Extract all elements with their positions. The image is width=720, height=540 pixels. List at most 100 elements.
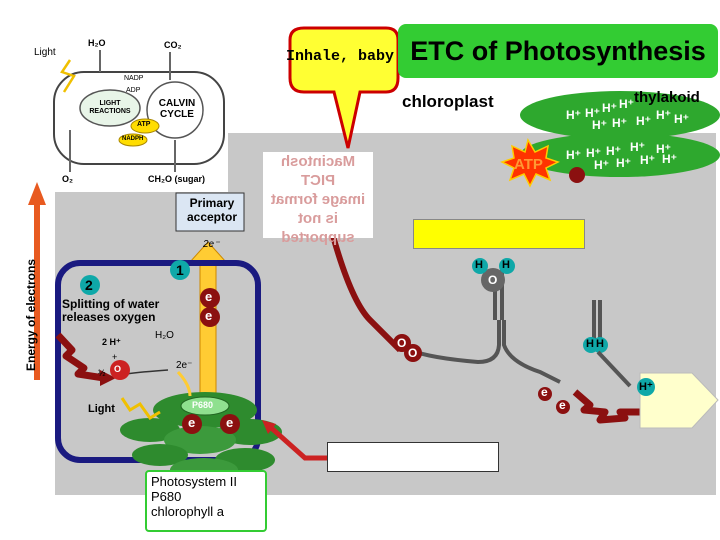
electron-particle	[220, 414, 240, 434]
proton-hydrogen-label: H	[586, 338, 594, 350]
inset-h2o-label: H₂O	[88, 38, 106, 48]
energy-axis-label: Energy of electrons	[24, 258, 38, 372]
oxygen-path	[409, 320, 501, 365]
inset-calvin-cycle-label: CALVIN CYCLE	[155, 98, 199, 120]
proton-path	[596, 350, 632, 388]
water-split-line: Splitting of water	[62, 297, 160, 311]
primary-acceptor-line: Primary	[189, 196, 235, 210]
p680-label: P680	[192, 400, 214, 410]
electron-label: e	[205, 289, 213, 304]
light-bolt-icon	[120, 397, 161, 420]
water-hydrogen-label: H	[475, 259, 483, 271]
page-title: ETC of Photosynthesis	[398, 24, 718, 78]
thylakoid-disc-bottom	[520, 133, 720, 177]
thylakoid-proton-label: H⁺	[566, 108, 581, 122]
inset-light-reactions-label: LIGHT REACTIONS	[82, 100, 138, 116]
thylakoid-proton-label: H⁺	[674, 112, 689, 126]
water-oxygen-atom	[481, 268, 505, 292]
proton-hydrogen-label: H	[596, 338, 604, 350]
inset-nadp-label: NADP	[124, 75, 144, 82]
two-electrons-small-label: 2e⁻	[176, 360, 193, 371]
two-protons-label: 2 H⁺	[102, 337, 121, 347]
inset-co2-label: CO₂	[164, 40, 182, 50]
atp-label: ATP	[514, 156, 543, 173]
inset-nadph-label: NADPH	[122, 136, 144, 142]
primary-acceptor-line: acceptor	[186, 210, 238, 224]
primary-acceptor-box	[175, 192, 245, 232]
calvin-cycle-shape	[146, 81, 204, 139]
electron-return-arrowhead	[262, 420, 276, 434]
photosystem-info-line: P680	[151, 489, 182, 504]
thylakoid-proton-label: H⁺	[566, 148, 581, 162]
thylakoid-proton-label: H⁺	[592, 118, 607, 132]
thylakoid-proton-label: H⁺	[656, 142, 671, 156]
inset-atp-label: ATP	[137, 121, 151, 128]
zigzag-arrowhead	[100, 370, 116, 386]
electron-label: e	[559, 398, 566, 412]
empty-white-box	[327, 442, 499, 472]
water-hydrogen-label: H	[502, 259, 510, 271]
empty-yellow-box	[413, 219, 585, 249]
inset-atp-shape	[130, 118, 160, 134]
chlorophyll-disc	[164, 426, 236, 454]
speech-bubble	[288, 26, 400, 149]
small-oxygen-label: O	[114, 364, 122, 374]
chlorophyll-disc	[120, 418, 180, 442]
right-zigzag-arrow-icon	[572, 389, 650, 424]
electron-particle	[538, 387, 552, 401]
energy-axis-arrowhead	[28, 182, 46, 205]
atp-particle	[569, 167, 585, 183]
marker-1-icon	[170, 260, 190, 280]
speech-bubble-text: Inhale, baby	[286, 48, 395, 65]
inset-light-reactions-line: LIGHT	[99, 100, 121, 107]
photosystem-info-line: chlorophyll a	[151, 504, 224, 519]
inset-calvin-cycle-line: CALVIN	[158, 98, 196, 109]
oxygen-label: O	[397, 336, 407, 350]
inset-light-label: Light	[34, 47, 56, 58]
thylakoid-proton-label: H⁺	[662, 152, 677, 166]
chloroplast-label: chloroplast	[402, 92, 494, 111]
light-reactions-shape	[79, 89, 141, 127]
zigzag-arrow-icon	[55, 332, 105, 382]
water-hydrogen-atom	[499, 258, 515, 274]
oxygen-atom	[404, 344, 422, 362]
inset-adp-label: ADP	[126, 87, 141, 94]
two-electrons-label: 2e⁻	[203, 239, 220, 250]
water-split-line: releases oxygen	[62, 310, 156, 324]
hplus-ion	[637, 378, 655, 396]
thylakoid-proton-label: H⁺	[636, 114, 651, 128]
water-split-arrow	[125, 369, 169, 375]
electron-particle	[182, 414, 202, 434]
electron-particle	[200, 288, 220, 308]
photosystem-info-line: Photosystem II	[151, 474, 237, 489]
inset-light-reactions-line: REACTIONS	[89, 108, 131, 115]
inset-chloroplast-diagram	[28, 32, 228, 192]
inset-sugar-label: CH₂O (sugar)	[148, 174, 206, 184]
water-molecule	[472, 258, 515, 320]
pict-notice-line: Macintosh PICT	[280, 153, 356, 189]
water-hydrogen-atom	[472, 258, 488, 274]
pict-placeholder-notice: Macintosh PICT image format is not suppo…	[263, 152, 373, 246]
thylakoid-proton-label: H⁺	[586, 146, 601, 160]
water-input-label: H₂O	[155, 330, 174, 341]
thylakoid-label: thylakoid	[634, 89, 700, 106]
electron-particle	[200, 307, 220, 327]
primary-acceptor-label: Primary acceptor	[180, 196, 244, 224]
inset-o2-label: O₂	[62, 174, 73, 184]
marker-1-label: 1	[176, 262, 184, 278]
thylakoid-proton-label: H⁺	[612, 116, 627, 130]
electron-arrow	[176, 370, 192, 397]
chlorophyll-disc	[132, 444, 188, 466]
thylakoid-proton-label: H⁺	[616, 156, 631, 170]
light-input-label: Light	[88, 403, 115, 415]
thylakoid-proton-label: H⁺	[640, 153, 655, 167]
inset-light-bolt-icon	[60, 59, 76, 93]
thylakoid-proton-label: H⁺	[656, 108, 671, 122]
water-split-label: Splitting of water releases oxygen	[62, 298, 159, 324]
oxygen-atom	[110, 360, 130, 380]
inset-nadph-shape	[118, 133, 148, 147]
electron-label: e	[188, 415, 196, 430]
water-oxygen-label: O	[488, 273, 498, 287]
electron-label: e	[205, 308, 213, 323]
